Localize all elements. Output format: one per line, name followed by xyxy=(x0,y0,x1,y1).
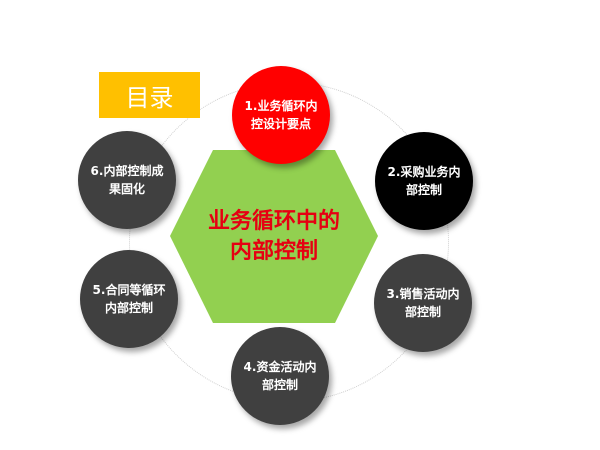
node-5[interactable]: 5.合同等循环内部控制 xyxy=(80,250,178,348)
contents-tag: 目录 xyxy=(99,72,200,118)
node-3[interactable]: 3.销售活动内部控制 xyxy=(374,254,472,352)
node-4[interactable]: 4.资金活动内部控制 xyxy=(231,327,329,425)
node-6[interactable]: 6.内部控制成果固化 xyxy=(78,131,176,229)
node-1[interactable]: 1.业务循环内控设计要点 xyxy=(232,66,330,164)
hexagon-shape xyxy=(170,150,378,323)
center-hexagon: 业务循环中的内部控制 xyxy=(170,150,378,323)
node-2[interactable]: 2.采购业务内部控制 xyxy=(375,132,473,230)
hexagon-fill xyxy=(170,150,378,323)
center-title: 业务循环中的内部控制 xyxy=(207,208,340,264)
